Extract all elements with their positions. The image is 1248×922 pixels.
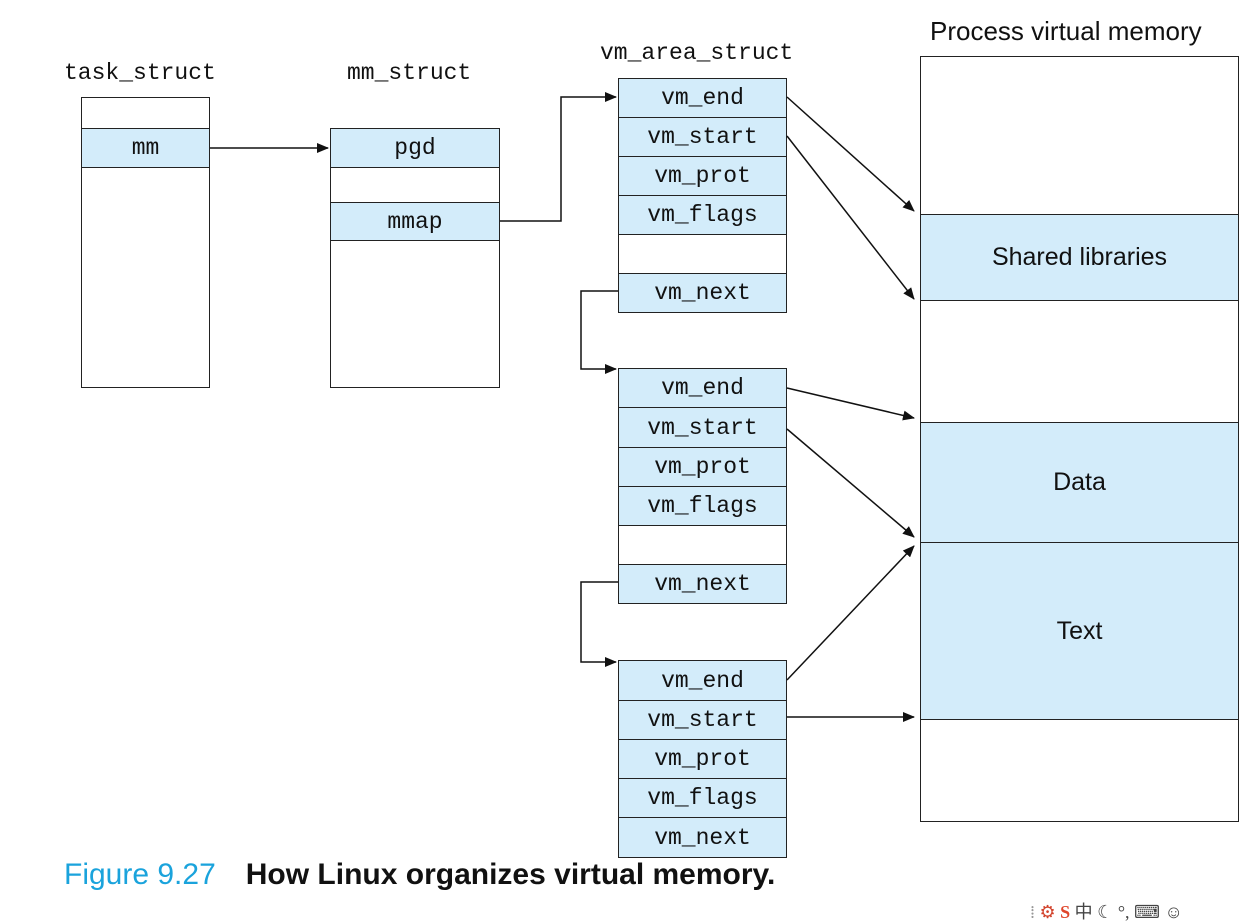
tray-keyboard-icon[interactable]: ⌨ bbox=[1134, 902, 1160, 922]
mm-struct-mmap-field: mmap bbox=[330, 202, 500, 241]
figure-number: Figure 9.27 bbox=[64, 858, 216, 891]
tray-user-icon[interactable]: ☺ bbox=[1164, 902, 1183, 922]
mm-struct-box: pgd mmap bbox=[330, 128, 500, 388]
vm-area-1-vm-flags: vm_flags bbox=[618, 195, 787, 235]
vm-area-2-vm-prot: vm_prot bbox=[618, 447, 787, 487]
vm-area-1-vm-start: vm_start bbox=[618, 117, 787, 157]
process-memory-box: Shared libraries Data Text bbox=[920, 56, 1239, 822]
process-memory-title: Process virtual memory bbox=[930, 16, 1202, 46]
vm-area-2-vm-next: vm_next bbox=[618, 564, 787, 604]
tray-app-icon[interactable]: ⚙ bbox=[1039, 902, 1056, 922]
arrow-vm-next-1-to-area-2 bbox=[580, 290, 618, 374]
task-struct-box: mm bbox=[81, 97, 210, 388]
arrow-area1-end-to-shared-libs bbox=[786, 96, 915, 212]
vm-area-3-vm-next: vm_next bbox=[618, 817, 787, 858]
region-text: Text bbox=[921, 542, 1238, 720]
task-struct-mm-field: mm bbox=[81, 128, 210, 168]
region-shared-libraries: Shared libraries bbox=[921, 214, 1238, 301]
tray-icons: ⁞ ⚙ S 中 ☾ °, ⌨ ☺ bbox=[1030, 898, 1248, 922]
tray-s-icon[interactable]: S bbox=[1060, 902, 1071, 922]
vm-area-2: vm_end vm_start vm_prot vm_flags vm_next bbox=[618, 368, 787, 604]
mm-struct-title: mm_struct bbox=[347, 60, 472, 86]
tray-moon-icon[interactable]: ☾ bbox=[1097, 902, 1114, 922]
tray-separator-icon: ⁞ bbox=[1030, 902, 1036, 922]
vm-area-1-vm-next: vm_next bbox=[618, 273, 787, 313]
arrow-area1-start-to-shared-libs bbox=[786, 135, 915, 300]
vm-area-2-vm-flags: vm_flags bbox=[618, 486, 787, 526]
figure-caption-text: How Linux organizes virtual memory. bbox=[245, 858, 776, 891]
vm-area-struct-title: vm_area_struct bbox=[600, 40, 794, 66]
tray-ime-icon[interactable]: 中 bbox=[1074, 902, 1093, 922]
arrow-mmap-to-vm-area-1 bbox=[500, 92, 617, 222]
tray-punct-icon[interactable]: °, bbox=[1117, 902, 1130, 922]
vm-area-1: vm_end vm_start vm_prot vm_flags vm_next bbox=[618, 78, 787, 313]
vm-area-3-vm-flags: vm_flags bbox=[618, 778, 787, 818]
vm-area-3-vm-start: vm_start bbox=[618, 700, 787, 740]
arrow-area2-end-to-data bbox=[786, 387, 915, 421]
vm-area-2-vm-start: vm_start bbox=[618, 407, 787, 448]
vm-area-3: vm_end vm_start vm_prot vm_flags vm_next bbox=[618, 660, 787, 858]
arrow-vm-next-2-to-area-3 bbox=[580, 581, 618, 667]
vm-area-3-vm-end: vm_end bbox=[618, 660, 787, 701]
arrow-area2-start-to-data bbox=[786, 428, 915, 538]
region-data: Data bbox=[921, 422, 1238, 542]
vm-area-1-vm-end: vm_end bbox=[618, 78, 787, 118]
mm-struct-pgd-field: pgd bbox=[330, 128, 500, 168]
vm-area-3-vm-prot: vm_prot bbox=[618, 739, 787, 779]
vm-area-1-vm-prot: vm_prot bbox=[618, 156, 787, 196]
figure-caption: Figure 9.27 How Linux organizes virtual m… bbox=[64, 858, 775, 892]
task-struct-title: task_struct bbox=[64, 60, 216, 86]
arrow-area3-end-to-text bbox=[786, 545, 915, 681]
